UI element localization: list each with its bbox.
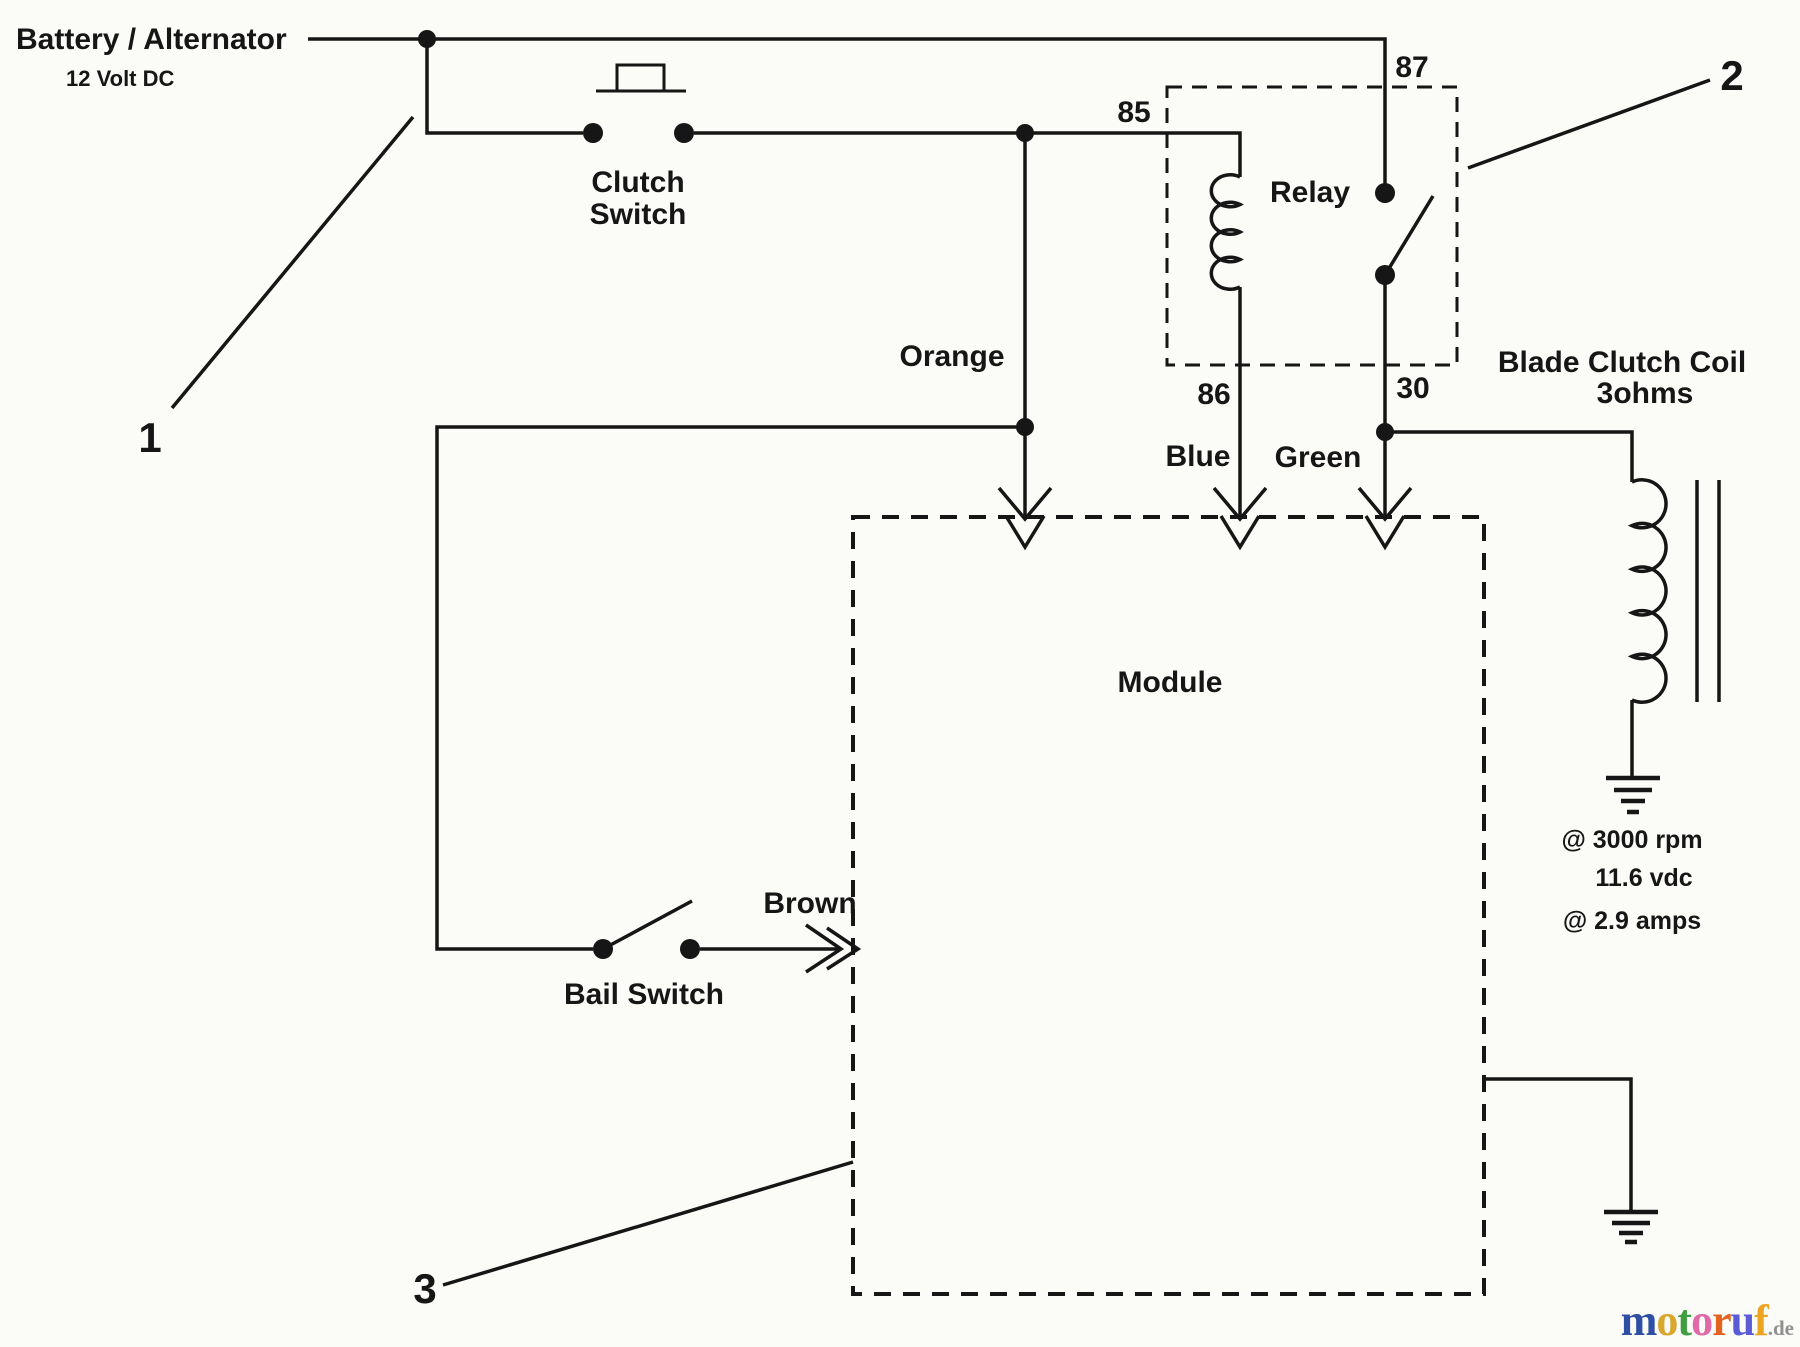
wire-brown-label: Brown <box>763 887 856 920</box>
wire-orange-label: Orange <box>899 340 1004 373</box>
blade-clutch-coil-resistance: 3ohms <box>1597 377 1694 410</box>
watermark-letter: t <box>1677 1296 1692 1345</box>
watermark-letter: f <box>1754 1296 1769 1345</box>
callout-1-pointer <box>170 115 415 410</box>
ground-symbol-coil <box>1606 775 1660 815</box>
coil-spec-rpm: @ 3000 rpm <box>1561 826 1702 854</box>
relay-box <box>1165 85 1459 367</box>
clutch-switch-label-line2: Switch <box>590 198 687 231</box>
battery-top-wire <box>308 37 1387 193</box>
clutch-switch-symbol <box>583 63 694 143</box>
blade-clutch-coil-label: Blade Clutch Coil <box>1498 346 1746 379</box>
module-input-arrows <box>997 486 1413 551</box>
watermark-suffix: .de <box>1767 1316 1794 1340</box>
ground-symbol-module <box>1604 1209 1658 1245</box>
bail-switch-symbol <box>593 899 700 959</box>
battery-junction <box>418 30 436 48</box>
module-box <box>851 515 1486 1296</box>
module-ground-run <box>1484 1077 1633 1212</box>
callout-pointers <box>170 78 1711 1287</box>
watermark-letter: o <box>1656 1296 1678 1345</box>
wire-brown-run <box>700 923 862 974</box>
callout-3-pointer <box>442 1160 854 1287</box>
relay-terminal-85: 85 <box>1117 96 1150 129</box>
clutch-switch-label-line1: Clutch <box>591 166 684 199</box>
blade-clutch-coil-symbol <box>1627 478 1721 778</box>
coil-spec-vdc: 11.6 vdc <box>1595 864 1692 892</box>
wire-85-run <box>694 124 1242 177</box>
battery-title: Battery / Alternator <box>16 23 287 56</box>
watermark-letter: u <box>1730 1296 1756 1345</box>
wire-green-label: Green <box>1275 441 1362 474</box>
battery-voltage: 12 Volt DC <box>66 66 175 91</box>
relay-terminal-86: 86 <box>1197 378 1230 411</box>
bail-switch-arm <box>602 899 693 951</box>
watermark-logo: motoruf.de <box>1621 1299 1794 1343</box>
pushbutton-cap <box>615 63 666 93</box>
relay-terminal-30: 30 <box>1396 372 1429 405</box>
coil-spec-amps: @ 2.9 amps <box>1563 907 1701 935</box>
relay-contact-arm <box>1383 195 1435 276</box>
wire-blue-label: Blue <box>1165 440 1230 473</box>
callout-2-label: 2 <box>1720 52 1743 99</box>
watermark-letter: o <box>1691 1296 1713 1345</box>
relay-coil-symbol <box>1209 173 1244 291</box>
wire-orange-run <box>435 133 1034 951</box>
watermark-letter: r <box>1712 1296 1732 1345</box>
relay-label: Relay <box>1270 176 1350 209</box>
callout-2-pointer <box>1467 78 1711 170</box>
callout-1-label: 1 <box>138 414 161 461</box>
relay-terminal-87: 87 <box>1395 51 1428 84</box>
module-label: Module <box>1118 666 1223 699</box>
relay-contact-symbol <box>1375 183 1435 285</box>
watermark-letter: m <box>1620 1296 1658 1345</box>
wire-green-run <box>1376 275 1634 519</box>
bail-switch-label: Bail Switch <box>564 978 724 1011</box>
callout-3-label: 3 <box>413 1265 436 1312</box>
